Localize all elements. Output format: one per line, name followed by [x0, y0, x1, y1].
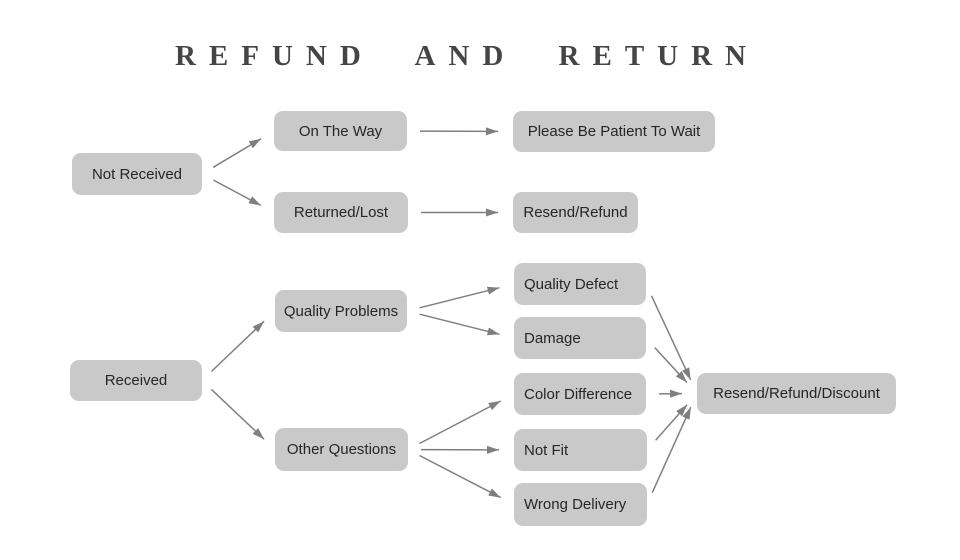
node-other-questions: Other Questions	[275, 428, 408, 471]
node-quality-problems: Quality Problems	[275, 290, 407, 332]
page-title: REFUND AND RETURN	[174, 40, 759, 72]
node-wrong-delivery: Wrong Delivery	[514, 483, 647, 526]
node-on-the-way: On The Way	[274, 111, 407, 151]
node-received: Received	[70, 360, 202, 401]
node-resend-refund: Resend/Refund	[513, 192, 638, 233]
node-not-received: Not Received	[72, 153, 202, 195]
node-resend-refund-discount: Resend/Refund/Discount	[697, 373, 896, 414]
node-color-difference: Color Difference	[514, 373, 646, 415]
node-returned-lost: Returned/Lost	[274, 192, 408, 233]
node-damage: Damage	[514, 317, 646, 359]
node-quality-defect: Quality Defect	[514, 263, 646, 305]
node-not-fit: Not Fit	[514, 429, 647, 471]
node-please-be-patient: Please Be Patient To Wait	[513, 111, 715, 152]
